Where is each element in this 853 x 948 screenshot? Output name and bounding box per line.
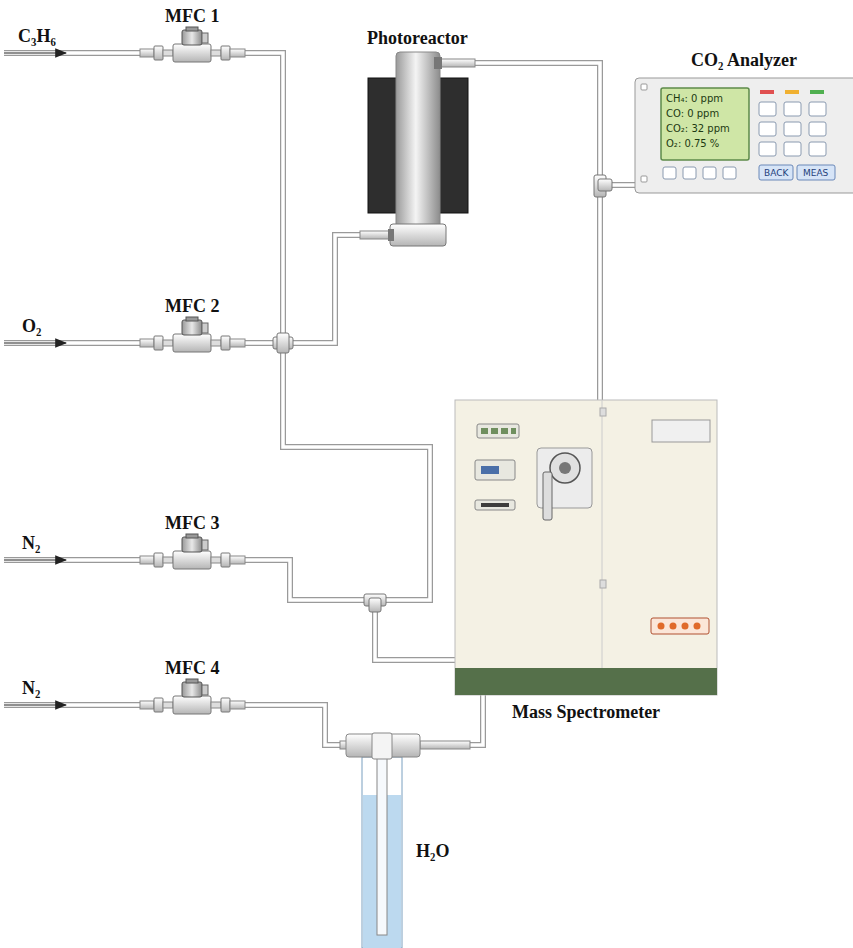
node-label: MFC 1 — [165, 6, 219, 26]
gas-tube — [475, 63, 600, 400]
node-label: CO₂ Analyzer — [691, 50, 797, 70]
gas-tube — [283, 235, 483, 745]
co2-analyzer-icon — [635, 78, 853, 193]
button-label: BACK — [764, 167, 788, 179]
gas-label: C₃H₆ — [18, 26, 56, 47]
gas-inlet-lines — [4, 53, 140, 705]
mfc-icon — [140, 679, 245, 714]
node-label: H₂O — [416, 841, 449, 861]
gas-label: O₂ — [22, 316, 41, 337]
gas-tube — [475, 63, 635, 185]
screen-readout: CO: 0 ppm — [666, 107, 719, 120]
gas-tube — [245, 235, 360, 343]
ms-node: Mass Spectrometer — [455, 400, 717, 722]
gas-tube — [245, 53, 360, 343]
screen-readout: CH₄: 0 ppm — [666, 92, 723, 105]
ms-drawing — [455, 400, 717, 722]
mass-spectrometer-icon — [455, 400, 717, 695]
bubbler-node: H₂O — [340, 733, 470, 948]
button-label: MEAS — [803, 167, 828, 179]
tee-fitting — [364, 594, 386, 612]
bubbler-drawing — [340, 733, 470, 948]
screen-readout: CO₂: 32 ppm — [666, 122, 730, 135]
gas-label: N₂ — [22, 678, 40, 699]
reactor-drawing — [360, 28, 475, 250]
mfc-icon — [140, 317, 245, 352]
mfc-node: MFC 1 — [140, 8, 245, 66]
mfc-node: MFC 2 — [140, 298, 245, 356]
mfc-node: MFC 3 — [140, 515, 245, 573]
tee-fitting — [594, 175, 612, 197]
gas-label: N₂ — [22, 533, 40, 554]
gas-tube — [245, 705, 340, 745]
cross-fitting — [273, 333, 293, 353]
node-label: MFC 4 — [165, 658, 219, 678]
node-label: MFC 2 — [165, 296, 219, 316]
inlet-arrows — [4, 53, 66, 705]
node-label: Mass Spectrometer — [512, 702, 660, 722]
reactor-node: Photoreactor — [360, 28, 475, 250]
photoreactor-icon — [360, 52, 475, 246]
node-label: MFC 3 — [165, 513, 219, 533]
screen-readout: O₂: 0.75 % — [666, 137, 719, 150]
mfc-node: MFC 4 — [140, 660, 245, 718]
mfc-icon — [140, 27, 245, 62]
mfc-icon — [140, 534, 245, 569]
water-bubbler-icon — [340, 733, 470, 948]
node-label: Photoreactor — [367, 28, 468, 48]
